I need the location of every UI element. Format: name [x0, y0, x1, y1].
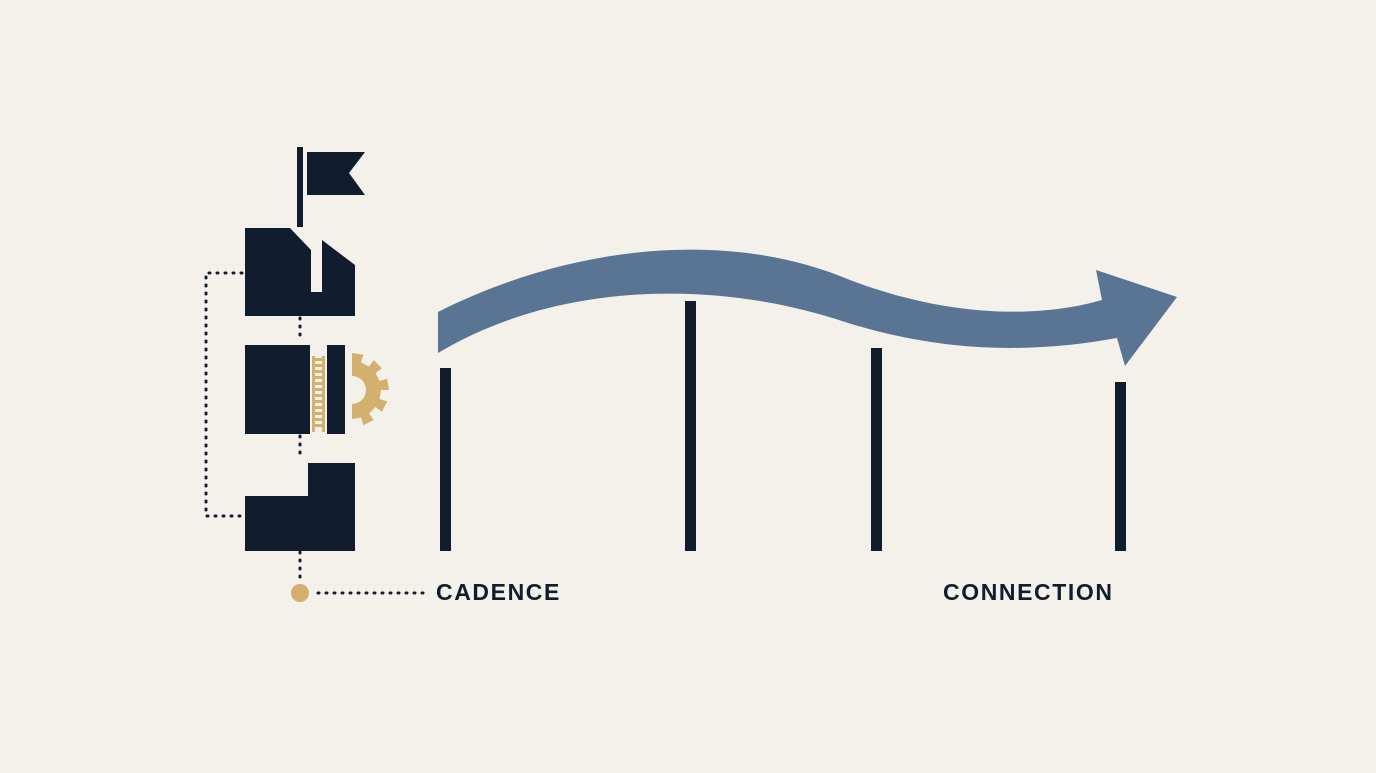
flag-pole — [297, 147, 303, 227]
start-label: CADENCE — [436, 579, 561, 605]
milestone-bar-1 — [440, 368, 451, 551]
block-middle-left — [245, 345, 310, 434]
milestone-bar-3 — [871, 348, 882, 551]
gear-ladder — [312, 356, 325, 432]
block-bottom — [245, 463, 355, 551]
flag-banner — [307, 152, 365, 195]
progress-arrow — [438, 249, 1177, 366]
gear-icon — [352, 353, 389, 427]
left-bracket-connector — [204, 271, 244, 518]
gear-body — [352, 353, 389, 427]
end-label: CONNECTION — [943, 579, 1114, 605]
block-middle-right — [327, 345, 345, 434]
gear-assembly — [312, 353, 389, 432]
block-top — [245, 228, 355, 316]
milestone-bar-4 — [1115, 382, 1126, 551]
milestone-bar-2 — [685, 301, 696, 551]
flag-icon — [297, 147, 365, 227]
origin-dot — [291, 584, 309, 602]
milestone-bars — [440, 301, 1126, 551]
block-stack — [245, 228, 355, 551]
dotted-connectors — [204, 271, 426, 595]
